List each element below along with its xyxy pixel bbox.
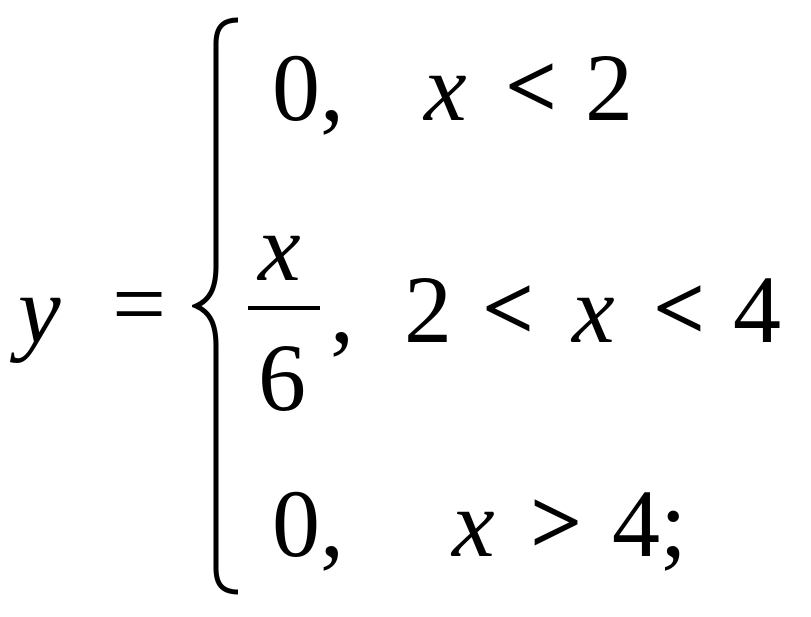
case-2-comma: , <box>330 256 354 363</box>
case-2-lower-bound: 2 <box>404 256 452 363</box>
case-3-greater-than: > <box>530 471 583 573</box>
case-2-less-than-1: < <box>482 257 535 359</box>
case-1-value: 0, <box>272 34 344 141</box>
fraction-bar <box>248 306 320 310</box>
case-1-bound: 2 <box>585 34 633 141</box>
case-2-upper-bound: 4 <box>733 256 781 363</box>
equals-sign: = <box>112 250 167 357</box>
case-3-value: 0, <box>272 470 344 577</box>
case-1-variable-x: x <box>424 34 467 141</box>
case-2-less-than-2: < <box>653 257 706 359</box>
case-2-numerator-x: x <box>258 194 301 301</box>
case-2-denominator: 6 <box>258 324 306 431</box>
case-2-variable-x: x <box>572 256 615 363</box>
case-1-less-than: < <box>505 35 558 137</box>
case-3-bound: 4; <box>612 470 687 577</box>
left-brace-icon <box>192 17 239 595</box>
case-3-variable-x: x <box>452 470 495 577</box>
lhs-variable-y: y <box>18 256 61 363</box>
